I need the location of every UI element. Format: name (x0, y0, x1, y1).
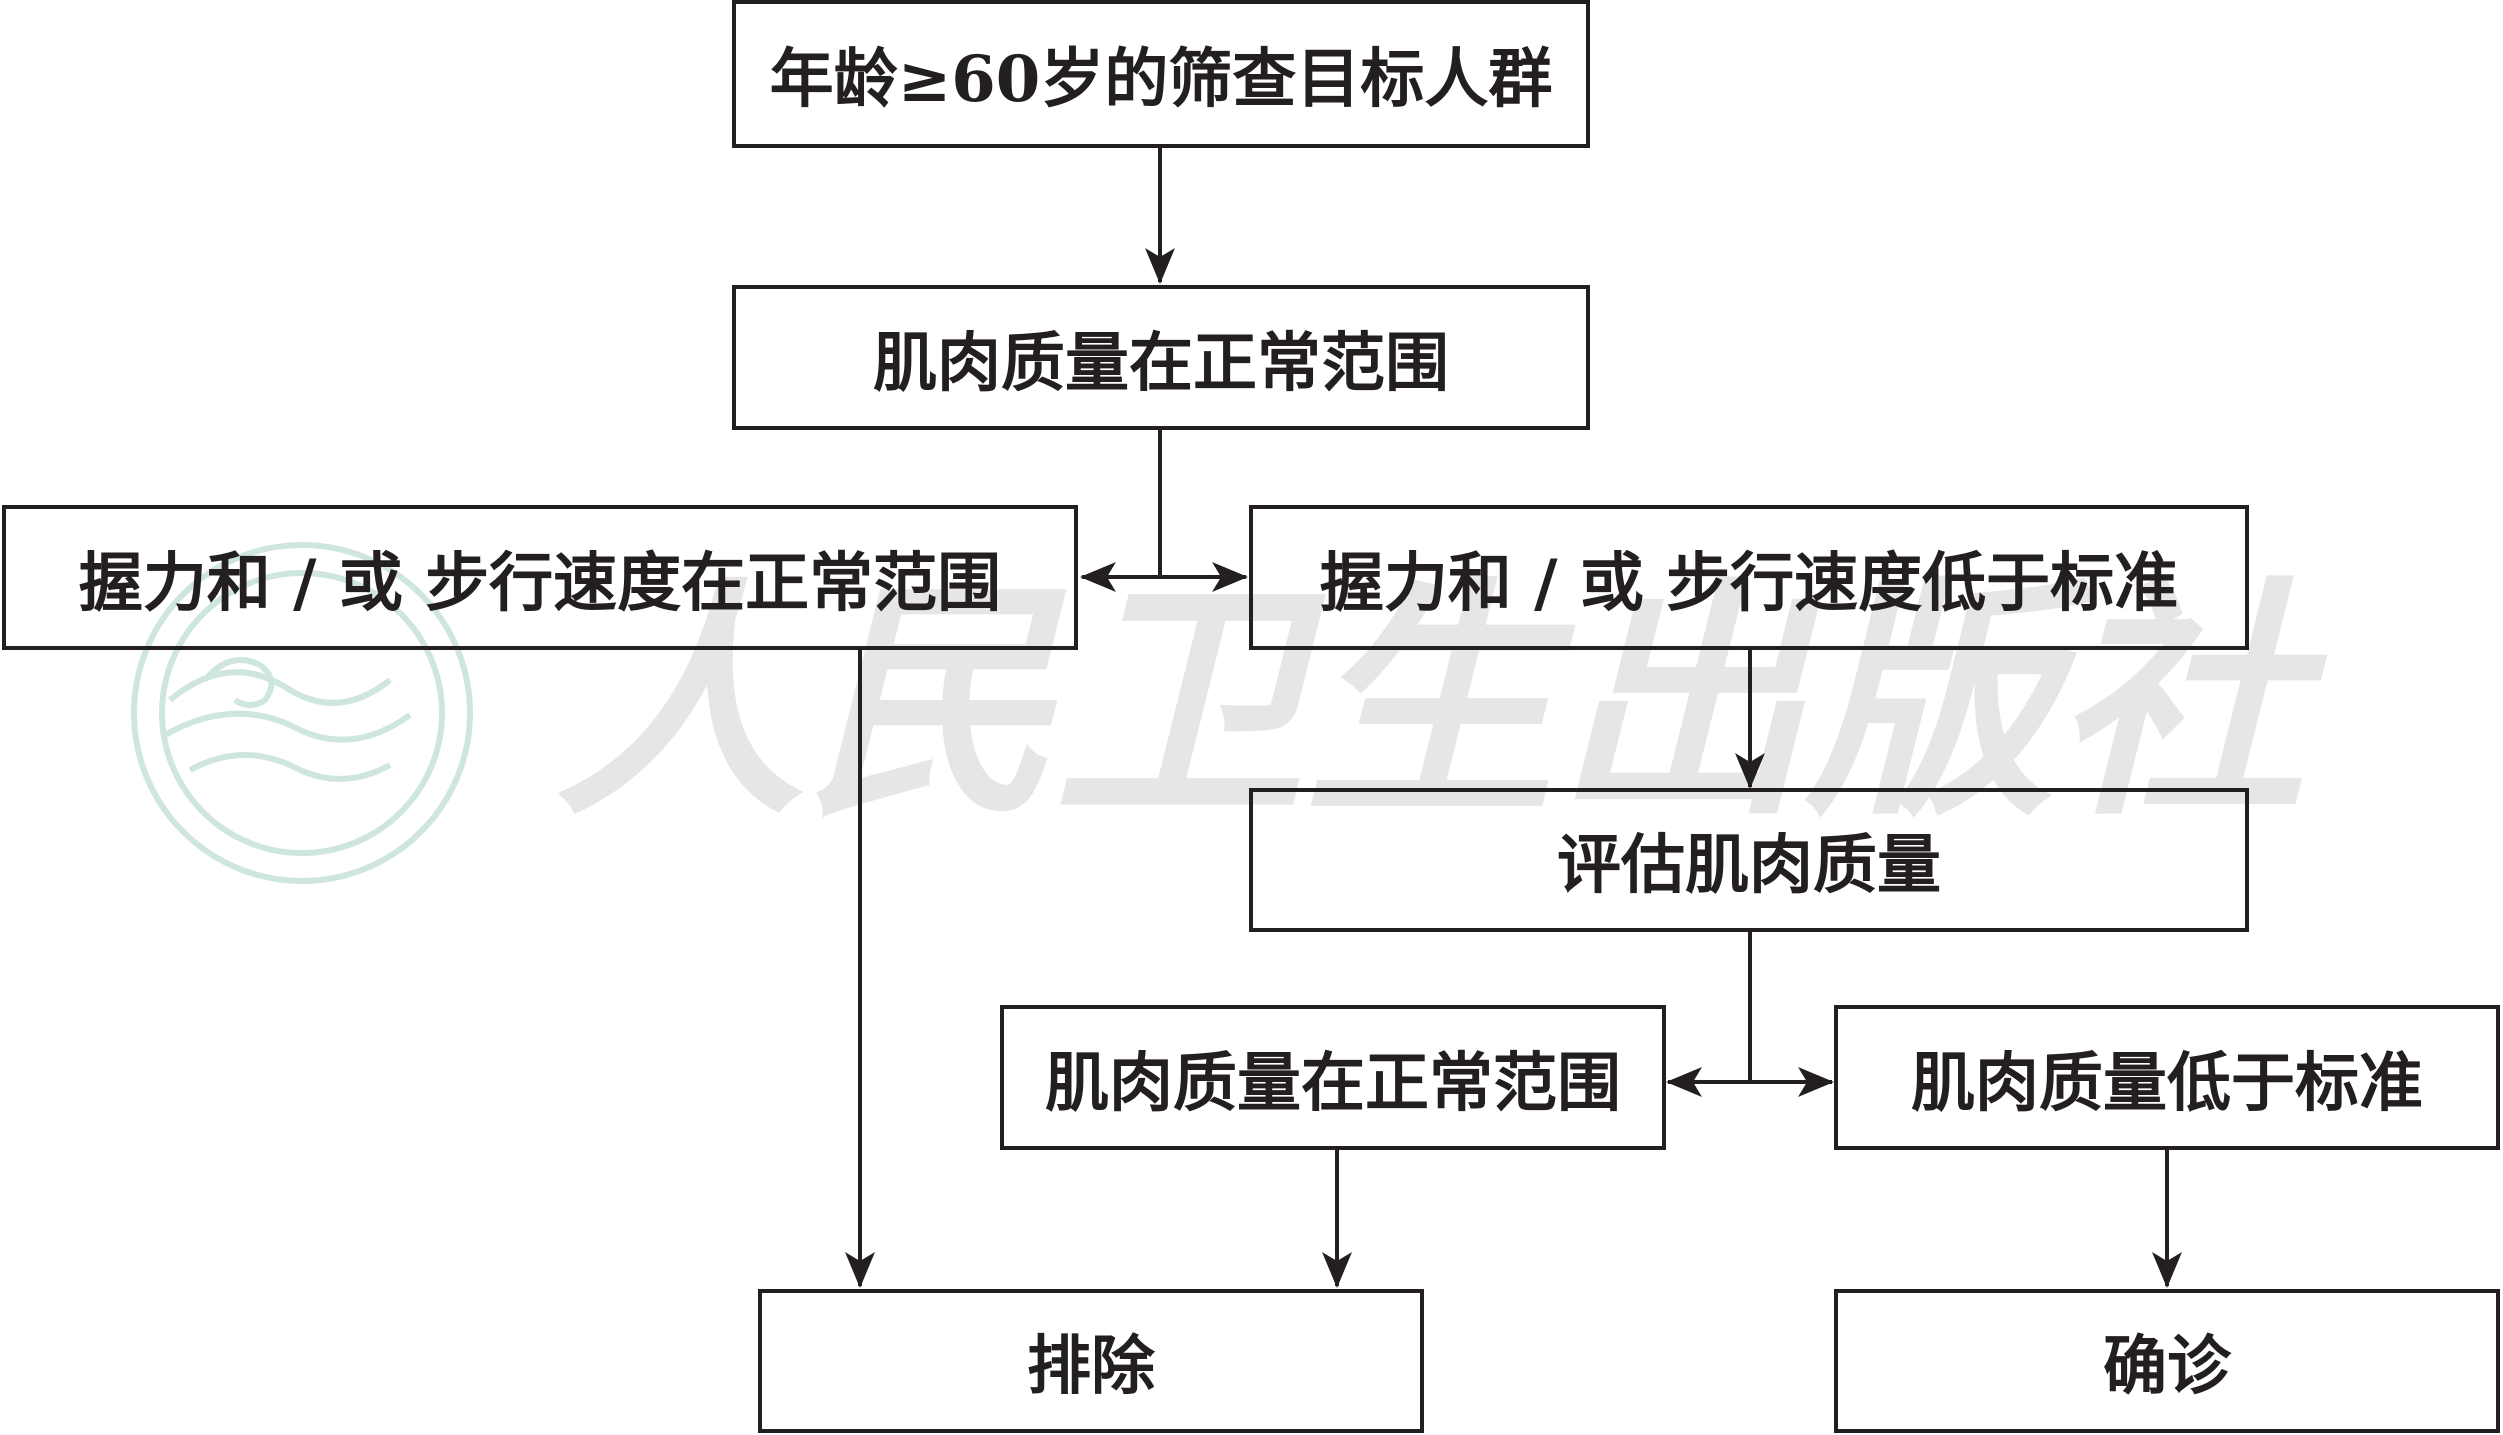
box-strength-low-label: 握力和 / 或 步行速度低于标准 (1319, 545, 2179, 621)
box-confirm: 确诊 (1834, 1289, 2500, 1433)
box-strength-normal: 握力和 / 或 步行速度在正常范围 (2, 505, 1078, 650)
box-strength-normal-label: 握力和 / 或 步行速度在正常范围 (78, 545, 1002, 621)
box-exclude: 排除 (758, 1289, 1424, 1433)
box-muscle-normal-1-label: 肌肉质量在正常范围 (873, 325, 1449, 401)
box-start-label: 年龄≥60岁的筛查目标人群 (769, 42, 1553, 117)
box-muscle-normal-1: 肌肉质量在正常范围 (732, 285, 1590, 430)
box-assess-muscle: 评估肌肉质量 (1249, 788, 2249, 932)
box-muscle-low: 肌肉质量低于标准 (1834, 1005, 2500, 1150)
box-assess-muscle-label: 评估肌肉质量 (1557, 828, 1941, 903)
box-muscle-low-label: 肌肉质量低于标准 (1911, 1045, 2423, 1121)
box-exclude-label: 排除 (1027, 1329, 1155, 1404)
box-confirm-label: 确诊 (2103, 1329, 2231, 1404)
box-start: 年龄≥60岁的筛查目标人群 (732, 0, 1590, 148)
box-strength-low: 握力和 / 或 步行速度低于标准 (1249, 505, 2249, 650)
box-muscle-normal-2-label: 肌肉质量在正常范围 (1045, 1045, 1621, 1121)
box-muscle-normal-2: 肌肉质量在正常范围 (1000, 1005, 1666, 1150)
